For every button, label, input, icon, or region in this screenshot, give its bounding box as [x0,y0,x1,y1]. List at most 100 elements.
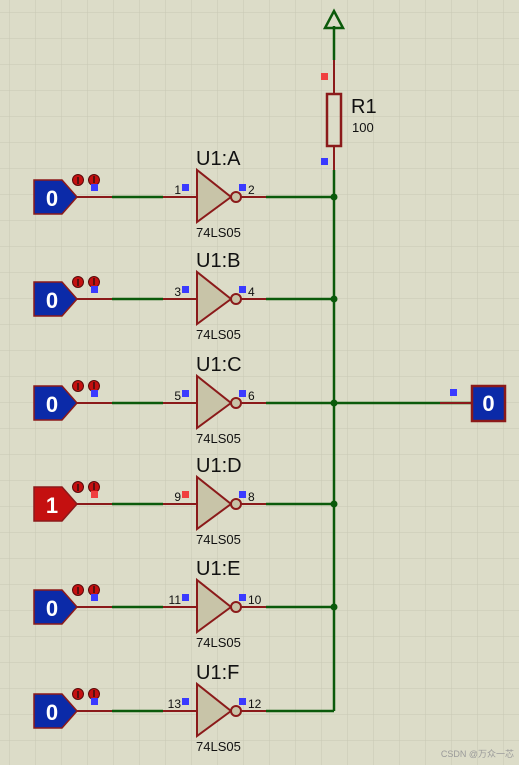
toggle-down-icon[interactable] [72,276,84,288]
pin-state-marker [321,73,328,80]
toggle-up-icon[interactable] [88,276,100,288]
output-pin-number: 6 [248,389,255,403]
pin-state-marker [91,286,98,293]
output-probe-state: 0 [482,391,494,416]
toggle-down-icon[interactable] [72,584,84,596]
gate-ref-label: U1:D [196,455,242,477]
input-logic-state[interactable]: 0 [33,584,100,625]
wire-junction [330,295,338,303]
toggle-down-icon[interactable] [72,688,84,700]
inverter-body[interactable] [196,577,233,634]
input-pin-number: 5 [174,389,181,403]
input-logic-state[interactable]: 0 [33,276,100,317]
wire-junction [330,500,338,508]
pin-state-marker [239,390,246,397]
pin-state-marker [450,389,457,396]
resistor-value-label: 100 [352,120,374,135]
watermark: CSDN @万众一芯 [441,748,514,759]
wire-junction [330,603,338,611]
output-pin-number: 4 [248,285,255,299]
input-pin-number: 11 [169,593,182,607]
inverter-bubble [230,705,242,717]
gate-part-label: 74LS05 [196,225,241,240]
inverter-gate-a[interactable]: 0 U1:A 74LS05 1 2 [33,148,338,240]
gate-part-label: 74LS05 [196,532,241,547]
input-pin-number: 3 [174,285,181,299]
inverter-bubble [230,191,242,203]
inverter-body[interactable] [196,474,233,531]
toggle-up-icon[interactable] [88,584,100,596]
toggle-up-icon[interactable] [88,380,100,392]
toggle-up-icon[interactable] [88,688,100,700]
inverter-bubble [230,601,242,613]
resistor-r1[interactable]: R1 100 [321,60,377,170]
input-logic-state[interactable]: 0 [33,688,100,729]
gate-ref-label: U1:E [196,558,240,580]
input-pin-number: 9 [174,490,181,504]
inverter-bubble [230,397,242,409]
pin-state-marker [182,491,189,498]
toggle-up-icon[interactable] [88,481,100,493]
input-state-label: 0 [46,186,58,211]
input-state-label: 1 [46,493,58,518]
toggle-up-icon[interactable] [88,174,100,186]
input-logic-state[interactable]: 0 [33,174,100,215]
pin-state-marker [239,491,246,498]
gate-part-label: 74LS05 [196,635,241,650]
gate-ref-label: U1:C [196,354,242,376]
input-pin-number: 13 [168,697,182,711]
pin-state-marker [239,594,246,601]
wire-junction [330,399,338,407]
input-logic-state[interactable]: 1 [33,481,100,522]
pin-state-marker [182,184,189,191]
pin-state-marker [239,698,246,705]
inverter-gate-d[interactable]: 1 U1:D 74LS05 9 8 [33,455,338,547]
pin-state-marker [182,390,189,397]
pin-state-marker [239,286,246,293]
input-logic-state[interactable]: 0 [33,380,100,421]
output-pin-number: 8 [248,490,255,504]
pin-state-marker [239,184,246,191]
input-state-label: 0 [46,596,58,621]
input-state-label: 0 [46,392,58,417]
output-pin-number: 10 [248,593,262,607]
inverter-bubble [230,498,242,510]
pin-state-marker [91,594,98,601]
pin-state-marker [91,184,98,191]
input-state-label: 0 [46,700,58,725]
pin-state-marker [182,594,189,601]
inverter-bubble [230,293,242,305]
gate-part-label: 74LS05 [196,739,241,754]
toggle-down-icon[interactable] [72,380,84,392]
inverter-gate-e[interactable]: 0 U1:E 74LS05 11 10 [33,558,338,650]
pin-state-marker [182,698,189,705]
pin-state-marker [91,491,98,498]
input-state-label: 0 [46,288,58,313]
output-pin-number: 12 [248,697,262,711]
output-pin-number: 2 [248,183,255,197]
pin-state-marker [182,286,189,293]
inverter-body[interactable] [196,269,233,326]
gate-ref-label: U1:A [196,148,241,170]
toggle-down-icon[interactable] [72,481,84,493]
pin-state-marker [91,698,98,705]
power-terminal[interactable] [322,8,346,60]
inverter-gate-c[interactable]: 0 U1:C 74LS05 5 6 [33,354,338,446]
inverter-body[interactable] [196,373,233,430]
inverter-body[interactable] [196,167,233,224]
pin-state-marker [321,158,328,165]
pin-state-marker [91,390,98,397]
gate-ref-label: U1:B [196,250,240,272]
inverter-body[interactable] [196,681,233,738]
output-logic-probe[interactable]: 0 [440,384,507,423]
gate-ref-label: U1:F [196,662,239,684]
wire-junction [330,193,338,201]
gate-part-label: 74LS05 [196,431,241,446]
toggle-down-icon[interactable] [72,174,84,186]
inverter-gate-f[interactable]: 0 U1:F 74LS05 13 12 [33,662,334,754]
input-pin-number: 1 [174,183,181,197]
